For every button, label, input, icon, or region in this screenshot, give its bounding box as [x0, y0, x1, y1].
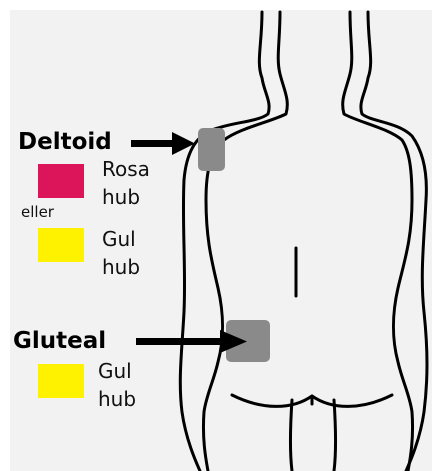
or-connector: eller: [21, 205, 54, 220]
pink-hub-color-label: Rosa: [102, 156, 150, 182]
yellow-hub-swatch-deltoid: [38, 228, 84, 262]
yellow-hub-color-label-deltoid: Gul: [102, 226, 136, 252]
pink-hub-hub-label: hub: [102, 184, 140, 210]
yellow-hub-hub-label-gluteal: hub: [98, 386, 136, 412]
yellow-hub-hub-label-deltoid: hub: [102, 254, 140, 280]
yellow-hub-color-label-gluteal: Gul: [98, 358, 132, 384]
yellow-hub-swatch-gluteal: [38, 364, 84, 398]
deltoid-arrow: [131, 132, 195, 155]
deltoid-injection-site: [198, 128, 225, 171]
gluteal-label: Gluteal: [13, 330, 106, 353]
deltoid-label: Deltoid: [18, 131, 112, 154]
pink-hub-swatch: [38, 164, 84, 198]
